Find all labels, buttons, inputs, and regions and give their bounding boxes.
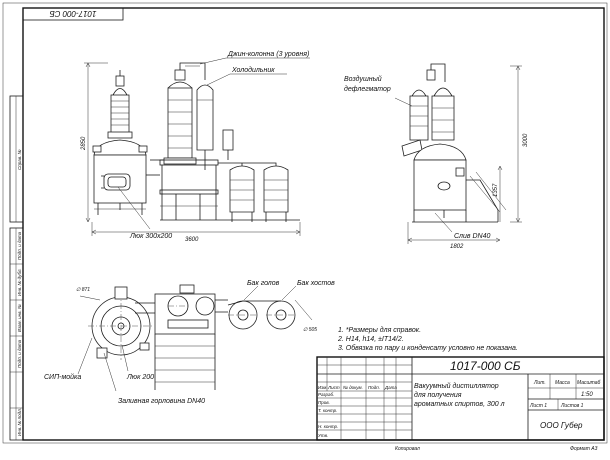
side-dim-height-total: 3000 [523,133,529,147]
tb-role-tcontrol: Т. контр. [318,408,337,413]
plan-main-vessel [79,286,154,360]
plan-small-tanks [227,299,313,330]
tb-role-approve: Утв. [318,433,328,438]
plan-label-cip: СИП-мойка [44,373,81,381]
front-main-vessel [92,139,148,215]
front-frame [146,159,300,221]
plan-column-platform [135,284,228,390]
tb-h-lit: Лит. [533,380,546,386]
plan-dim-tank-diam: ∅ 505 [303,327,317,333]
footer-copied: Копировал [395,446,420,452]
front-dim-height: 2850 [81,136,87,151]
front-condenser [196,84,234,170]
tb-h-list: Лист [327,385,340,390]
front-label-condenser: Холодильник [231,66,275,74]
front-left-column [107,70,133,139]
side-dim-width: 1802 [450,244,464,250]
plan-label-hatch: Люк 200 [126,374,154,381]
plan-view: ∅ 871 ∅ 505 Бак голов Бак хостов СИП-мой… [44,280,335,405]
footer-format: Формат А3 [570,446,598,452]
tb-h-date: Дата [384,385,397,390]
tb-h-sign: Подп. [368,385,380,390]
plan-dim-main-diam: ∅ 871 [76,287,90,293]
front-gin-column [163,62,206,165]
note-2: 2. H14, h14, ±IT14/2. [337,336,404,343]
mirror-designation: 1017-000 СБ [22,7,124,21]
tb-title-line-2: для получения [414,391,462,399]
tb-sheets: Листов 1 [560,403,584,409]
tb-h-mass: Масса [555,380,570,386]
tb-title-line-1: Вакуумный дистиллятор [414,382,499,390]
front-dimensions [84,62,301,236]
side-label-dephlegmator-1: Воздушный [344,75,382,83]
plan-label-heads-tank: Бак голов [247,280,280,287]
side-dimensions [407,65,522,244]
tb-h-izm: Изм. [318,385,328,390]
front-view: 2850 3600 Джин-колонна (3 уровня) Холоди… [81,51,310,243]
front-label-column: Джин-колонна (3 уровня) [227,51,309,58]
tb-h-scale: Масштаб [577,380,601,386]
side-label-dephlegmator-2: дефлегматор [344,85,391,93]
tb-title-line-3: ароматных спиртов, 300 л [414,401,505,408]
tb-role-check: Пров. [318,400,330,405]
side-label-dup-inv: Инв. № дубл. [17,268,22,296]
side-view: 3000 1357 1802 Воздушный дефлегматор Сли… [344,63,529,250]
side-label-sign-date-2: Подп. и дата [17,339,22,368]
tb-role-dev: Разраб. [318,392,334,397]
plan-label-filler: Заливная горловина DN40 [118,398,205,405]
tb-role-ncontrol: Н. контр. [318,424,338,429]
mirror-designation-text: 1017-000 СБ [49,9,96,18]
side-label-sign-date-1: Подп. и дата [17,231,22,260]
tb-sheet: Лист 1 [529,403,547,409]
title-block: Изм. Лист № докум. Подп. Дата Разраб. Пр… [316,356,605,441]
plan-label-tails-tank: Бак хостов [297,280,335,287]
side-label-reference: Справ. № [17,149,22,170]
front-dim-width: 3600 [185,237,199,243]
tb-organization: ООО Губер [540,421,583,430]
note-3: 3. Обвязка по пару и конденсату условно … [338,344,518,352]
tb-scale: 1:50 [581,392,593,398]
front-label-hatch: Люк 300х200 [129,233,172,240]
front-small-tanks [218,162,289,222]
side-label-drain: Слив DN40 [454,233,490,240]
side-columns [401,63,455,157]
notes: 1. *Размеры для справок. 2. H14, h14, ±I… [337,326,518,352]
tb-designation: 1017-000 СБ [450,359,521,373]
note-1: 1. *Размеры для справок. [338,326,421,334]
side-vessel [412,143,507,223]
tb-h-doc: № докум. [343,385,363,390]
side-label-replace-inv: Взам. инв. № [17,304,22,332]
side-dim-height-lower: 1357 [493,183,499,197]
sheet-frame [2,2,608,444]
side-strip-labels: Справ. № Подп. и дата Инв. № дубл. Взам.… [17,149,22,436]
side-label-orig-inv: Инв. № подл. [17,408,22,436]
